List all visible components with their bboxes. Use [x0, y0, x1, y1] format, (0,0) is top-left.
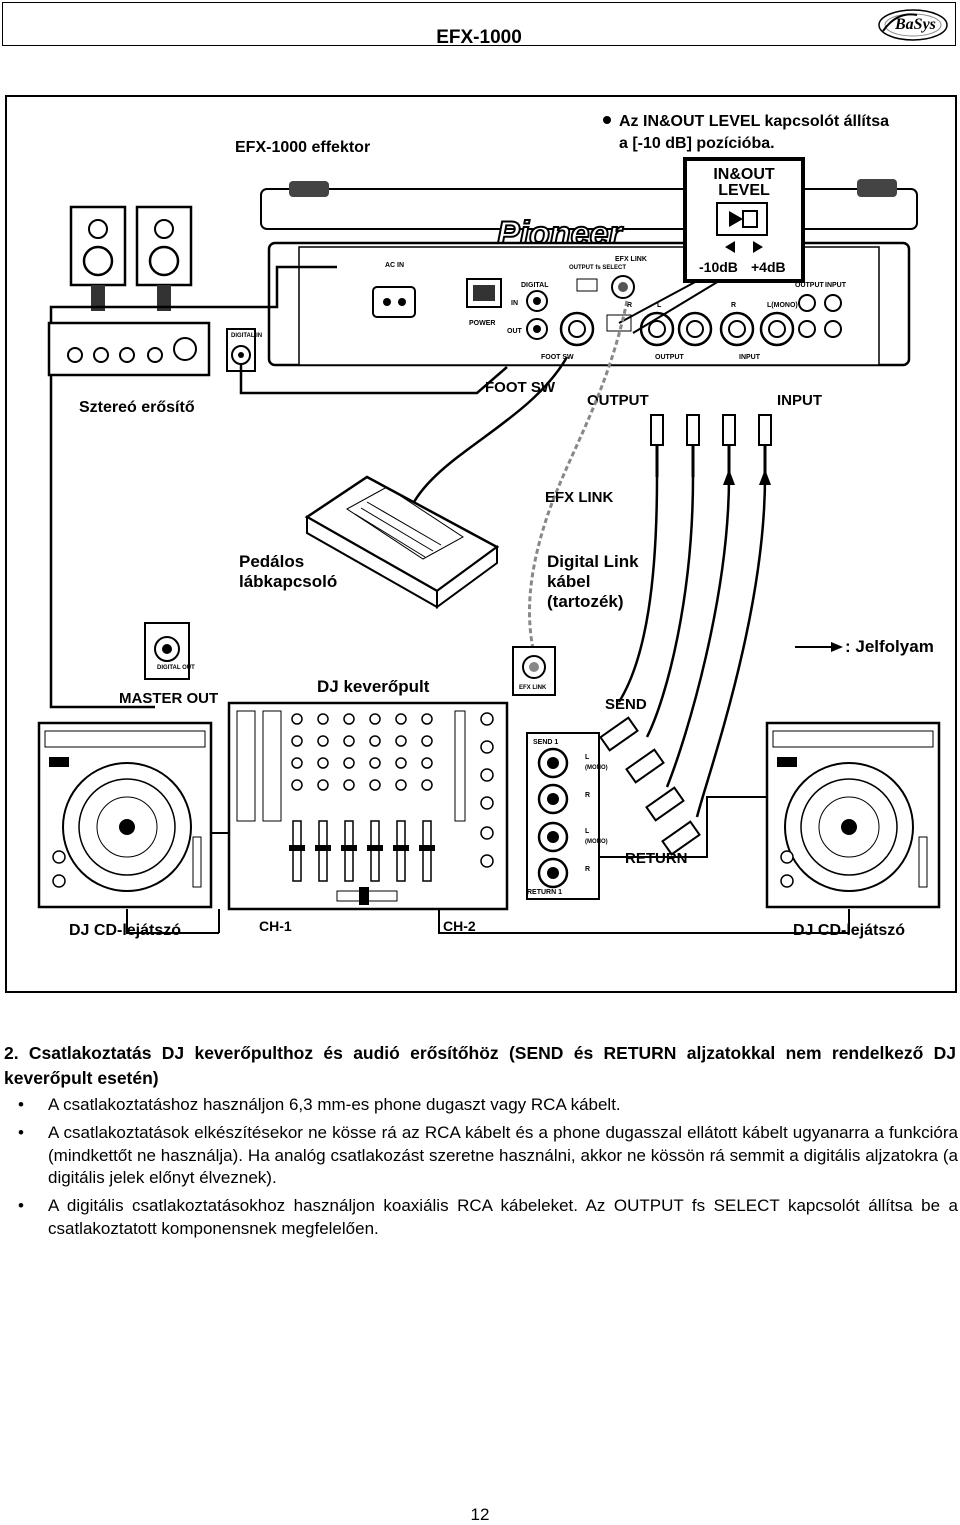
level-note-line1: Az IN&OUT LEVEL kapcsolót állítsa	[619, 113, 889, 130]
send-return-jacks: SEND 1 L (MONO) R L (MONO) R RETURN 1	[526, 732, 608, 900]
panel-input-label: INPUT	[739, 354, 761, 361]
cdj-left-label: DJ CD-lejátszó	[69, 922, 181, 939]
cdj-right-label: DJ CD-lejátszó	[793, 922, 905, 939]
mixer-efx-link-jack: EFX LINK	[512, 646, 556, 696]
digital-out-label: DIGITAL OUT	[157, 665, 195, 671]
document-title: EFX-1000	[436, 27, 522, 48]
right-cdj-player	[765, 721, 941, 909]
bullet-list: • A csatlakoztatáshoz használjon 6,3 mm-…	[0, 1094, 958, 1246]
bullet-text: A digitális csatlakoztatásokhoz használj…	[48, 1196, 958, 1238]
bullet-marker: •	[18, 1196, 24, 1216]
panel-output-label: OUTPUT	[655, 354, 685, 361]
bullet-text: A csatlakoztatások elkészítésekor ne kös…	[48, 1122, 958, 1188]
return-label: RETURN	[625, 850, 688, 867]
dj-mixer	[227, 701, 509, 911]
level-note-line2: a [-10 dB] pozícióba.	[619, 135, 775, 152]
inout-level-line2: LEVEL	[718, 182, 770, 199]
ch2-label: CH-2	[443, 918, 476, 934]
input-label: INPUT	[777, 392, 822, 409]
bullet-marker: •	[18, 1095, 24, 1114]
ac-in-label: AC IN	[385, 262, 404, 269]
in-label: IN	[511, 300, 518, 307]
bullet-item: • A digitális csatlakoztatásokhoz haszná…	[0, 1195, 958, 1241]
send-1-label: SEND 1	[533, 739, 558, 746]
inout-level-line1: IN&OUT	[713, 166, 775, 183]
stereo-amp-label: Sztereó erősítő	[79, 399, 195, 416]
bullet-item: • A csatlakoztatások elkészítésekor ne k…	[0, 1122, 958, 1190]
return-l-label: L	[585, 828, 590, 835]
output-fs-select-label: OUTPUT fs SELECT	[569, 265, 626, 271]
basys-logo: BaSys	[877, 7, 949, 43]
speakers	[69, 205, 193, 311]
efx-link-label: EFX LINK	[545, 489, 614, 506]
pedal-label-line2: lábkapcsoló	[239, 572, 337, 591]
return-mono-label: (MONO)	[585, 839, 608, 845]
signal-flow-legend: : Jelfolyam	[795, 637, 934, 656]
inout-level-callout: IN&OUT LEVEL -10dB +4dB	[618, 157, 805, 334]
efx-effector-label: EFX-1000 effektor	[235, 139, 370, 156]
amp-digital-in-label: DIGITAL IN	[231, 333, 262, 339]
bullet-marker: •	[18, 1122, 24, 1142]
output-input-plugs	[650, 414, 772, 485]
cable-label-line2: kábel	[547, 572, 590, 591]
digital-label: DIGITAL	[521, 282, 549, 289]
send-return-plugs	[599, 716, 701, 856]
send-l-label: L	[585, 754, 590, 761]
foot-pedal	[304, 475, 500, 609]
send-mono-label: (MONO)	[585, 765, 608, 771]
bullet-item: • A csatlakoztatáshoz használjon 6,3 mm-…	[0, 1094, 958, 1117]
output-label: OUTPUT	[587, 392, 649, 409]
plus4db-label: +4dB	[751, 259, 786, 275]
logo-text: BaSys	[895, 16, 936, 33]
efx-1000-unit: Pioneer AC IN POWER DIGITAL IN OUT OUTPU…	[260, 179, 918, 367]
out-label: OUT	[507, 328, 523, 335]
panel-input-rca-label: INPUT	[825, 282, 847, 289]
power-label: POWER	[469, 320, 495, 327]
legend-label: : Jelfolyam	[845, 637, 934, 656]
return-r-label: R	[585, 866, 590, 873]
cable-label-line1: Digital Link	[547, 552, 639, 571]
send-label: SEND	[605, 696, 647, 713]
stereo-amplifier: DIGITAL IN Sztereó erősítő	[47, 321, 262, 416]
panel-l-label-1: L	[657, 302, 662, 309]
dj-mixer-label: DJ keverőpult	[317, 677, 430, 696]
panel-lmono-label: L(MONO)	[767, 302, 798, 309]
panel-r-label-1: R	[627, 302, 632, 309]
panel-output-rca-label: OUTPUT	[795, 282, 825, 289]
mixer-efx-link-label: EFX LINK	[519, 685, 547, 691]
ch1-label: CH-1	[259, 918, 292, 934]
panel-r-label-2: R	[731, 302, 736, 309]
master-out-jack: DIGITAL OUT MASTER OUT	[119, 622, 218, 707]
minus10db-label: -10dB	[699, 259, 738, 275]
master-out-label: MASTER OUT	[119, 690, 218, 707]
pedal-label-line1: Pedálos	[239, 552, 304, 571]
page-number: 12	[470, 1505, 490, 1524]
section-heading: 2. Csatlakoztatás DJ keverőpulthoz és au…	[4, 1043, 956, 1088]
page-header: EFX-1000 BaSys	[2, 2, 956, 48]
efx-link-panel-label: EFX LINK	[615, 256, 647, 263]
connection-diagram: Az IN&OUT LEVEL kapcsolót állítsa a [-10…	[5, 95, 957, 993]
cable-label-line3: (tartozék)	[547, 592, 624, 611]
left-cdj-player	[37, 721, 213, 909]
bullet-text: A csatlakoztatáshoz használjon 6,3 mm-es…	[48, 1095, 621, 1114]
send-r-label: R	[585, 792, 590, 799]
panel-foot-sw-label: FOOT SW	[541, 354, 574, 361]
foot-sw-label: FOOT SW	[485, 379, 556, 396]
return-1-label: RETURN 1	[527, 889, 562, 896]
